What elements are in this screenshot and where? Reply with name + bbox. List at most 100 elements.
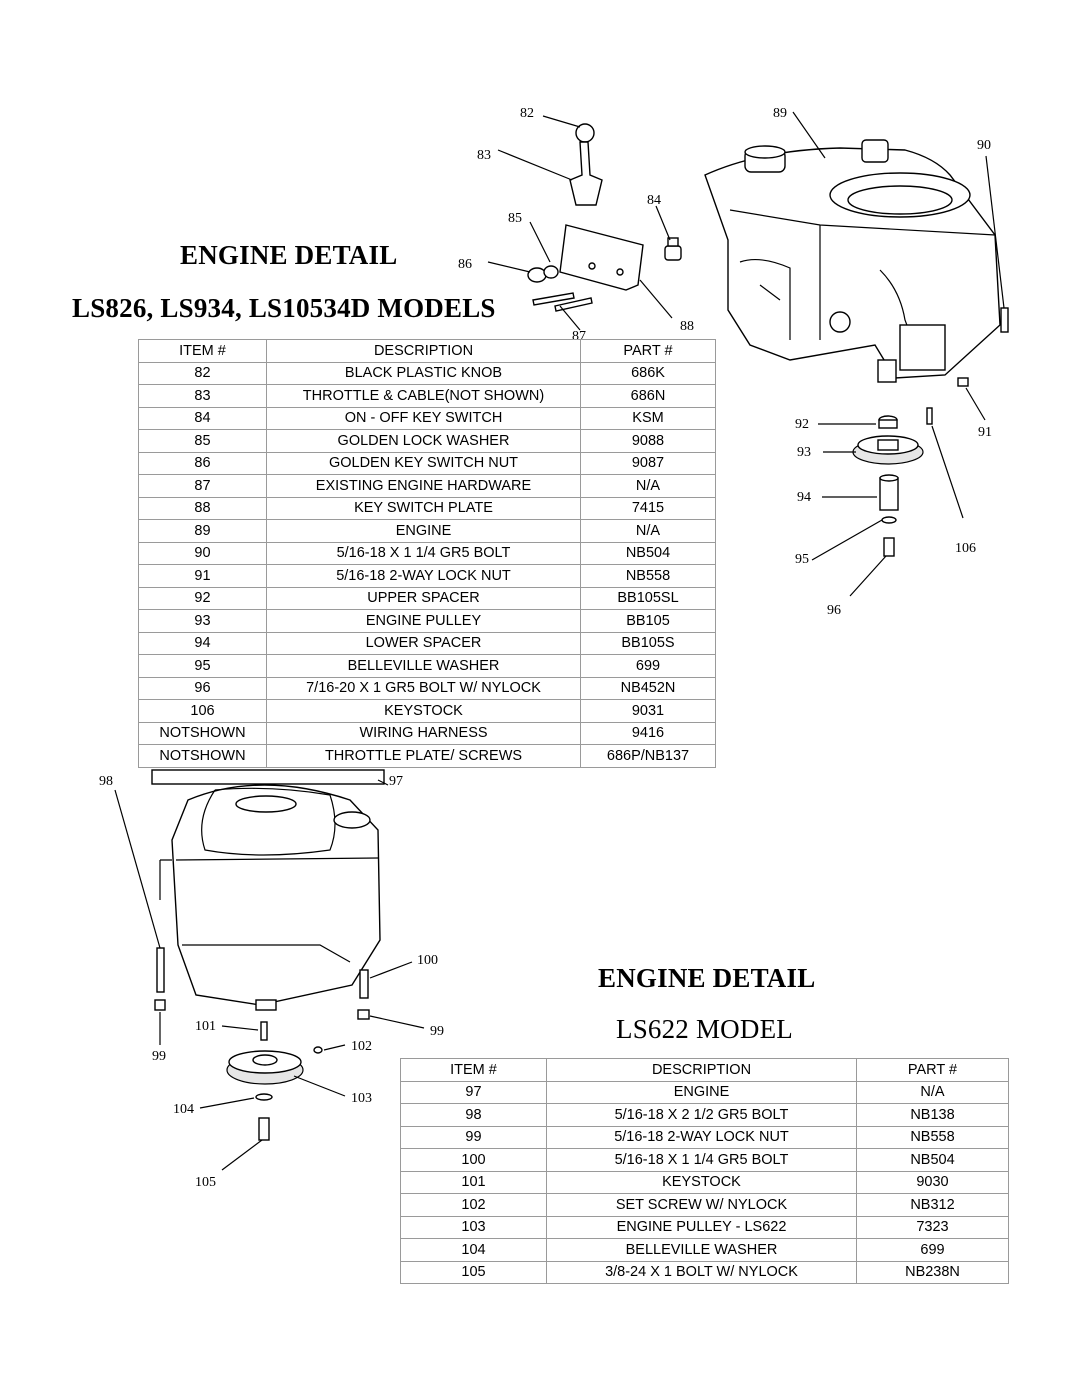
cell-part: 7323 (856, 1215, 1009, 1239)
callout-99-left: 99 (152, 1049, 166, 1064)
callout-88: 88 (680, 319, 694, 334)
cell-description: ENGINE (546, 1080, 857, 1104)
cell-part: 9087 (580, 451, 716, 475)
callout-89: 89 (773, 106, 787, 121)
section2-model: LS622 MODEL (616, 1014, 793, 1044)
cell-description: THROTTLE & CABLE(NOT SHOWN) (266, 384, 581, 408)
cell-description: LOWER SPACER (266, 631, 581, 655)
callout-85: 85 (508, 211, 522, 226)
header-part: PART # (580, 339, 716, 363)
cell-item: 100 (400, 1148, 547, 1172)
lower-spacer-94-illustration (879, 477, 899, 511)
cell-description: ON - OFF KEY SWITCH (266, 406, 581, 430)
lock-nut-99-right-illustration (357, 1009, 370, 1020)
belleville-washer-104-illustration (255, 1093, 273, 1101)
cell-description: 5/16-18 2-WAY LOCK NUT (546, 1125, 857, 1149)
cell-part: 9030 (856, 1170, 1009, 1194)
cell-item: 95 (138, 654, 267, 678)
cell-item: 83 (138, 384, 267, 408)
cell-item: 93 (138, 609, 267, 633)
cell-item: 85 (138, 429, 267, 453)
engine-89-illustration (704, 139, 1001, 383)
header-description: DESCRIPTION (546, 1058, 857, 1082)
cell-item: 104 (400, 1238, 547, 1262)
callout-95: 95 (795, 552, 809, 567)
cell-part: N/A (580, 474, 716, 498)
cell-part: N/A (856, 1080, 1009, 1104)
cell-part: NB504 (856, 1148, 1009, 1172)
throttle-83-illustration (569, 141, 603, 206)
cell-description: GOLDEN LOCK WASHER (266, 429, 581, 453)
cell-part: 7415 (580, 496, 716, 520)
belleville-washer-95-illustration (881, 516, 897, 524)
callout-100: 100 (417, 953, 438, 968)
cell-part: NB312 (856, 1193, 1009, 1217)
bolt-96-illustration (883, 537, 895, 557)
header-part: PART # (856, 1058, 1009, 1082)
cell-part: NB558 (856, 1125, 1009, 1149)
cell-description: UPPER SPACER (266, 586, 581, 610)
set-screw-102-illustration (313, 1046, 323, 1054)
cell-description: BELLEVILLE WASHER (266, 654, 581, 678)
cell-item: 84 (138, 406, 267, 430)
callout-96: 96 (827, 603, 841, 618)
cell-item: 98 (400, 1103, 547, 1127)
callout-84: 84 (647, 193, 661, 208)
cell-item: 103 (400, 1215, 547, 1239)
cell-part: 699 (580, 654, 716, 678)
cell-item: 88 (138, 496, 267, 520)
cell-description: EXISTING ENGINE HARDWARE (266, 474, 581, 498)
cell-description: 5/16-18 X 1 1/4 GR5 BOLT (266, 541, 581, 565)
section1-models: LS826, LS934, LS10534D MODELS (72, 293, 496, 323)
keystock-101-illustration (260, 1021, 268, 1041)
cell-item: 101 (400, 1170, 547, 1194)
lock-washer-85-illustration (527, 267, 547, 283)
cell-part: 699 (856, 1238, 1009, 1262)
callout-90: 90 (977, 138, 991, 153)
cell-item: 99 (400, 1125, 547, 1149)
section2-title: ENGINE DETAIL (598, 963, 816, 993)
cell-item: 97 (400, 1080, 547, 1104)
cell-part: NB558 (580, 564, 716, 588)
lock-nut-91-illustration (957, 377, 969, 387)
bolt-98-illustration (156, 947, 165, 993)
callout-83: 83 (477, 148, 491, 163)
cell-part: NB452N (580, 676, 716, 700)
callout-98: 98 (99, 774, 113, 789)
cell-part: 9031 (580, 699, 716, 723)
cell-item: 102 (400, 1193, 547, 1217)
cell-description: 5/16-18 2-WAY LOCK NUT (266, 564, 581, 588)
cell-item: NOTSHOWN (138, 721, 267, 745)
callout-82: 82 (520, 106, 534, 121)
cell-item: 91 (138, 564, 267, 588)
cell-description: THROTTLE PLATE/ SCREWS (266, 744, 581, 768)
cell-description: BLACK PLASTIC KNOB (266, 361, 581, 385)
callout-92: 92 (795, 417, 809, 432)
cell-item: 90 (138, 541, 267, 565)
callout-93: 93 (797, 445, 811, 460)
cell-description: KEYSTOCK (546, 1170, 857, 1194)
header-description: DESCRIPTION (266, 339, 581, 363)
cell-part: 9416 (580, 721, 716, 745)
cell-part: BB105S (580, 631, 716, 655)
callout-86: 86 (458, 257, 472, 272)
cell-description: SET SCREW W/ NYLOCK (546, 1193, 857, 1217)
